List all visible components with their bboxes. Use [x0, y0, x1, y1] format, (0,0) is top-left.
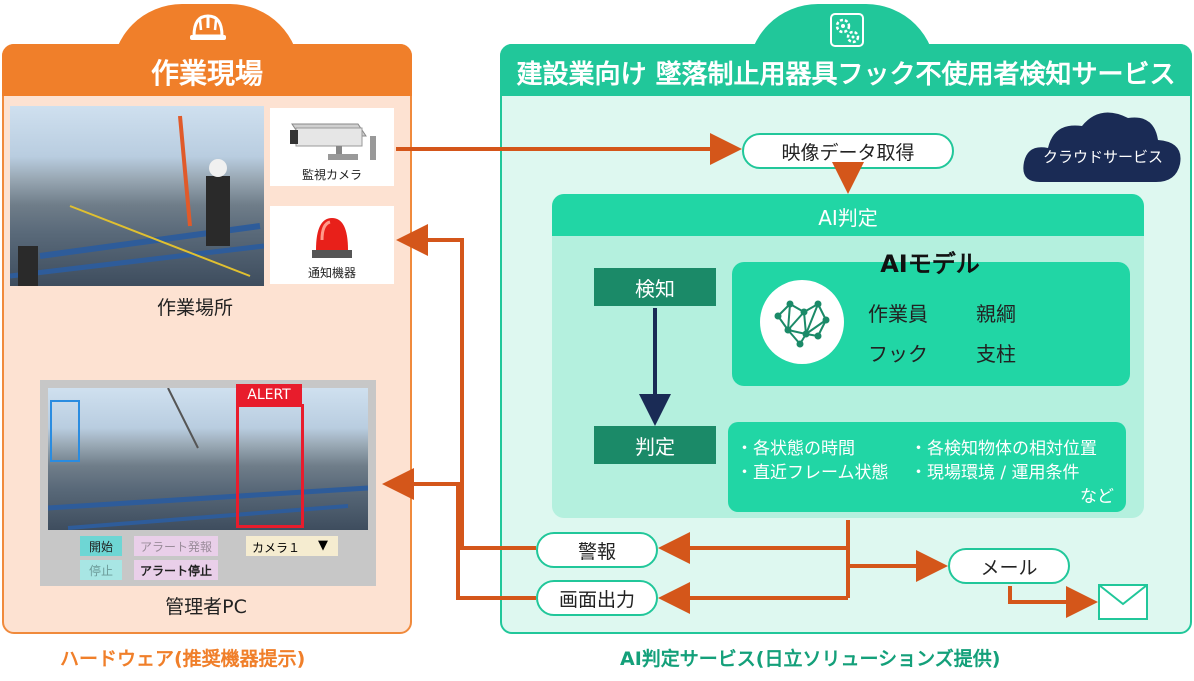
ai-service-header [500, 44, 1192, 96]
ai-service-title: 建設業向け 墜落制止用器具フック不使用者検知サービス [516, 60, 1176, 90]
envelope-icon [1098, 584, 1148, 620]
ai-model-title: AIモデル [880, 250, 980, 278]
worksite-header [2, 44, 412, 96]
worker-detection-box [50, 400, 80, 462]
arrow-alarm-to-device [396, 224, 536, 550]
camera-select-value: カメラ１ [252, 541, 301, 555]
criteria-item: ・各検知物体の相対位置 [910, 439, 1097, 459]
ai-judgement-title: AI判定 [818, 206, 878, 230]
admin-pc-screen: ALERT 開始 アラート発報 停止 アラート停止 カメラ１ ▼ [40, 380, 376, 586]
cloud-icon [1020, 104, 1186, 186]
criteria-item: ・各状態の時間 [736, 439, 855, 459]
arrow-mail-to-envelope [1008, 586, 1098, 618]
mail-step: メール [948, 548, 1070, 584]
cloud-label: クラウドサービス [1042, 148, 1163, 166]
stop-button[interactable]: 停止 [80, 560, 122, 580]
alert-trigger-button[interactable]: アラート発報 [134, 536, 218, 556]
helmet-icon [188, 10, 228, 46]
criteria-box [728, 422, 1126, 512]
ai-judgement-header [552, 194, 1144, 236]
neural-network-icon [760, 280, 844, 364]
camera-label: 監視カメラ [301, 168, 362, 182]
alarm-output-step: 警報 [536, 532, 658, 568]
start-button[interactable]: 開始 [80, 536, 122, 556]
camera-select[interactable]: カメラ１ ▼ [246, 536, 338, 556]
worksite-photo-caption: 作業場所 [156, 297, 233, 319]
model-item-worker: 作業員 [868, 302, 928, 326]
alarm-card: 通知機器 [270, 206, 394, 284]
pc-video-feed [47, 387, 369, 530]
model-item-hook: フック [868, 342, 928, 366]
camera-card: 監視カメラ [270, 108, 394, 186]
arrow-screen-to-pc [382, 468, 536, 600]
alert-tag: ALERT [236, 384, 302, 406]
criteria-item: ・現場環境 / 運用条件 [910, 463, 1080, 483]
chevron-down-icon: ▼ [318, 538, 328, 553]
model-item-lifeline: 親綱 [976, 302, 1016, 326]
criteria-item: ・直近フレーム状態 [736, 463, 889, 483]
model-item-post: 支柱 [976, 342, 1016, 366]
worksite-photo [9, 106, 265, 286]
worksite-title: 作業現場 [150, 57, 263, 90]
criteria-item: など [1080, 487, 1114, 507]
alert-stop-button[interactable]: アラート停止 [134, 560, 218, 580]
admin-pc-caption: 管理者PC [165, 596, 247, 618]
judge-step: 判定 [594, 426, 716, 464]
gears-icon [829, 12, 865, 48]
security-camera-icon [288, 114, 378, 162]
alarm-label: 通知機器 [307, 266, 356, 280]
ai-service-footer: AI判定サービス(日立ソリューションズ提供) [620, 648, 1001, 670]
hardware-footer: ハードウェア(推奨機器提示) [60, 648, 306, 670]
detect-step: 検知 [594, 268, 716, 306]
warning-light-icon [310, 210, 354, 260]
screen-output-step: 画面出力 [536, 580, 658, 616]
